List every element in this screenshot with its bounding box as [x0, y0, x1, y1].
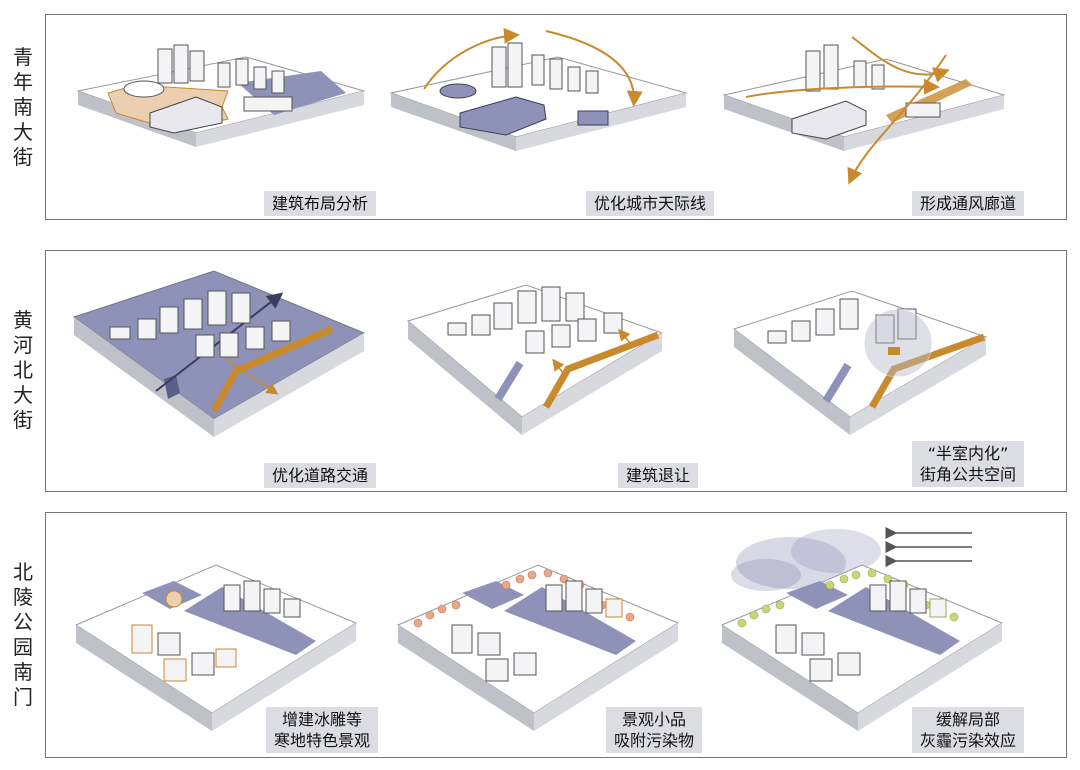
- diagrams-row-1: [76, 27, 1006, 185]
- building-setback-diagram: [406, 284, 664, 435]
- panel-qingnian-south-street: 建筑布局分析 优化城市天际线 形成通风廊道: [45, 14, 1067, 220]
- caption-corner-public-space: “半室内化” 街角公共空间: [912, 441, 1025, 487]
- caption-mitigate-haze: 缓解局部 灰霾污染效应: [912, 707, 1025, 753]
- row-label-huanghe-north-street: 黄 河 北 大 街: [13, 308, 33, 432]
- diagrams-row-2: [72, 270, 988, 437]
- ice-sculpture-landscape-diagram: [74, 564, 358, 731]
- haze-mitigation-diagram: [720, 527, 1004, 731]
- panel-beiling-park-south-gate: 增建冰雕等 寒地特色景观 景观小品 吸附污染物 缓解局部 灰霾污染效应: [45, 512, 1067, 758]
- caption-ventilation-corridor: 形成通风廊道: [912, 191, 1025, 216]
- caption-optimize-skyline: 优化城市天际线: [586, 191, 715, 216]
- road-traffic-diagram: [72, 270, 366, 437]
- row-label-beiling-park-south-gate: 北 陵 公 园 南 门: [13, 560, 33, 709]
- building-layout-diagram: [76, 44, 366, 147]
- caption-building-setback: 建筑退让: [618, 463, 699, 488]
- row-label-qingnian-south-street: 青 年 南 大 街: [13, 45, 33, 169]
- panel-huanghe-north-street: 优化道路交通 建筑退让 “半室内化” 街角公共空间: [45, 250, 1067, 492]
- caption-building-layout-analysis: 建筑布局分析: [264, 191, 377, 216]
- caption-ice-sculpture-landscape: 增建冰雕等 寒地特色景观: [266, 707, 379, 753]
- caption-landscape-adsorbs-pollutants: 景观小品 吸附污染物: [606, 707, 703, 753]
- corner-public-space-diagram: [732, 290, 988, 435]
- diagrams-row-3: [74, 527, 1004, 731]
- ventilation-corridor-diagram: [722, 36, 1006, 185]
- pollutant-adsorption-diagram: [396, 564, 680, 731]
- caption-optimize-road-traffic: 优化道路交通: [264, 463, 377, 488]
- skyline-diagram: [389, 27, 688, 151]
